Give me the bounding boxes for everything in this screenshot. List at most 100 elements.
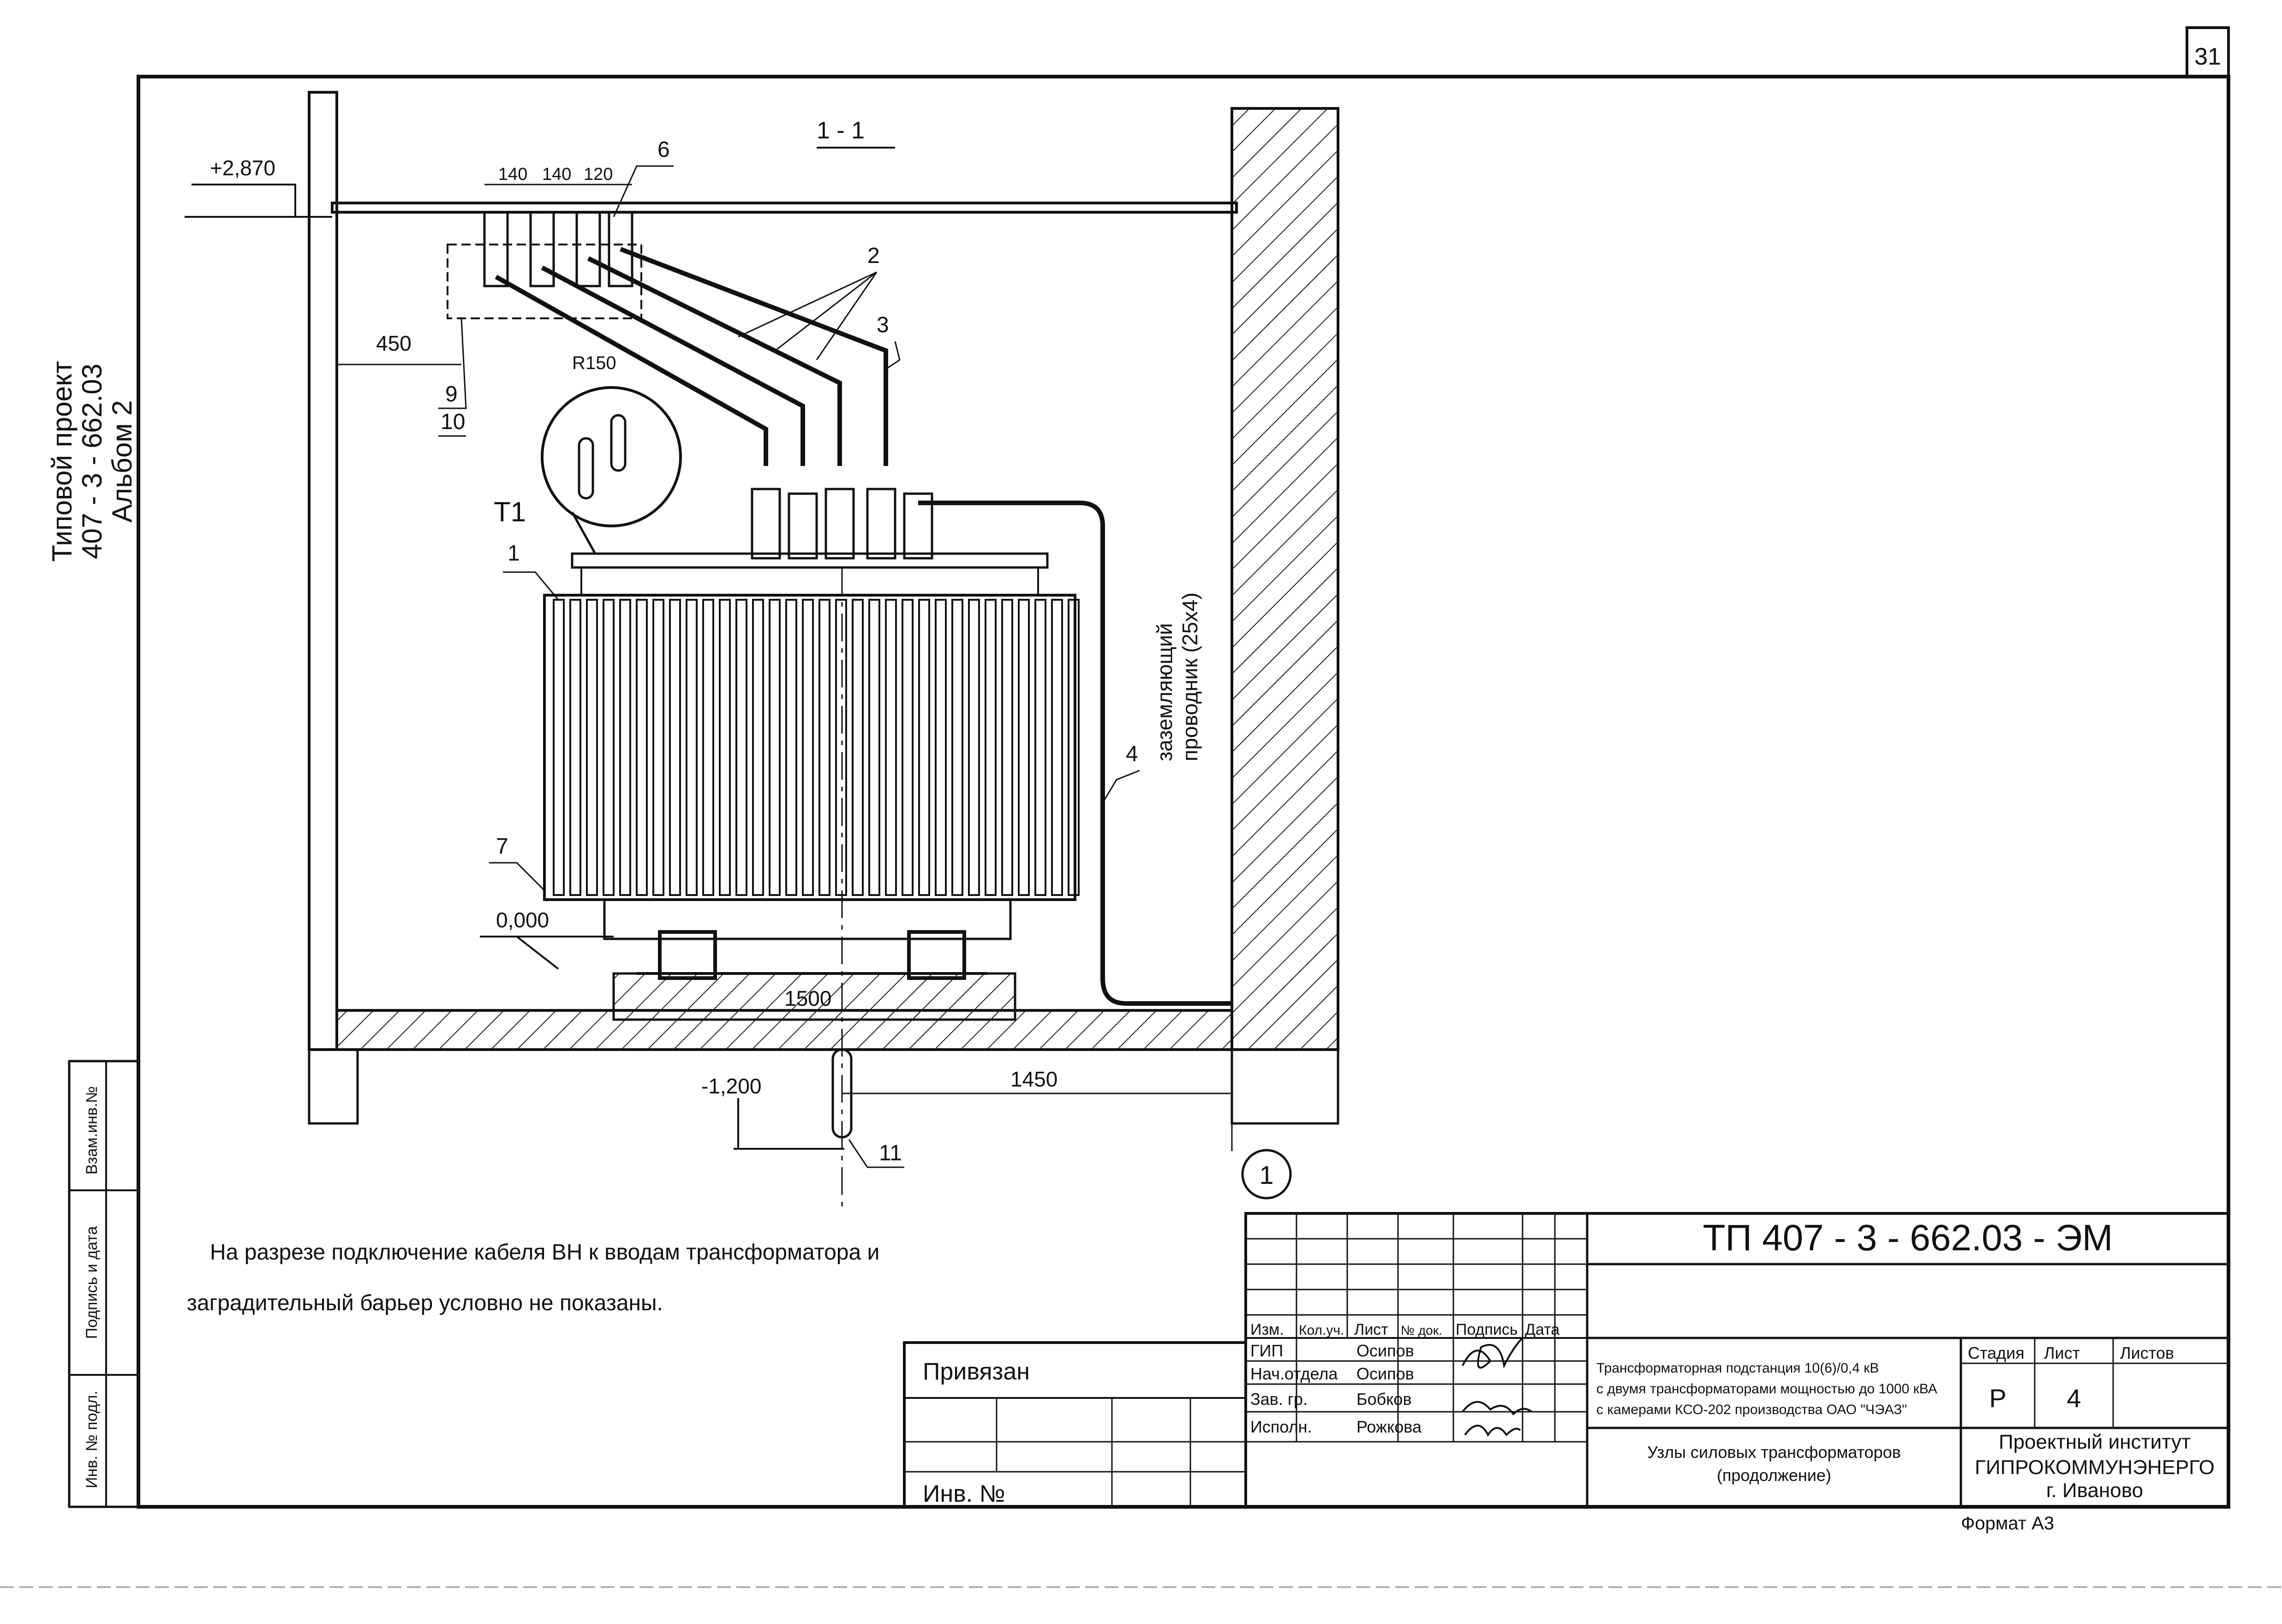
radiator-fin: [818, 599, 830, 896]
org-2: ГИПРОКОММУНЭНЕРГО: [1975, 1456, 2215, 1479]
radiator-fin: [636, 599, 648, 896]
ground-conductor-line1: заземляющий: [1153, 623, 1177, 761]
radiator-fin: [918, 599, 930, 896]
dim-r150: R150: [572, 353, 616, 373]
transformer-body: [543, 594, 1080, 940]
side-stamp-2: Подпись и дата: [83, 1226, 101, 1339]
transformer-label: T1: [494, 496, 526, 527]
axis-mark-label: 1: [1259, 1160, 1273, 1189]
transformer-bushings: [751, 488, 933, 560]
radiator-fin: [702, 599, 714, 896]
note-line-2: заградительный барьер условно не показан…: [187, 1291, 663, 1315]
role-zav: Зав. гр.: [1250, 1390, 1308, 1409]
ground-conductor: [918, 501, 1232, 1006]
radiator-fin: [569, 599, 581, 896]
header-data: Дата: [1525, 1321, 1559, 1338]
name-3: Бобков: [1356, 1390, 1412, 1409]
radiator-fin: [1018, 599, 1030, 896]
page-number: 31: [2194, 43, 2221, 70]
format-label: Формат А3: [1961, 1513, 2054, 1534]
right-wall: [1231, 107, 1339, 1051]
elevation-bottom: -1,200: [701, 1074, 761, 1098]
tank-cover: [571, 552, 1049, 569]
binding-block: Привязан Инв. №: [903, 1341, 1247, 1508]
left-footing: [308, 1048, 359, 1125]
radiator-fin: [968, 599, 980, 896]
ground-conductor-label: заземляющий проводник (25х4): [1153, 592, 1202, 761]
role-isp: Исполн.: [1250, 1417, 1312, 1436]
dim-120: 120: [584, 165, 613, 184]
header-list: Лист: [1354, 1321, 1388, 1338]
callout-3: 3: [877, 313, 889, 337]
side-stamp-3: Инв. № подл.: [83, 1391, 101, 1488]
header-izm: Изм.: [1250, 1321, 1284, 1338]
radiator-fin: [735, 599, 747, 896]
radiator-fin: [902, 599, 914, 896]
axis-marker: [1241, 1149, 1292, 1200]
page-number-box: [2186, 26, 2230, 78]
radiator-fin: [935, 599, 947, 896]
org-1: Проектный институт: [1999, 1431, 2191, 1453]
conservator-tank: [541, 386, 682, 527]
callout-1: 1: [508, 541, 520, 566]
radiator-fin: [619, 599, 631, 896]
radiator-fin: [835, 599, 847, 896]
elevation-top: +2,870: [210, 156, 275, 180]
header-podpis: Подпись: [1456, 1321, 1518, 1338]
side-project-label: Типовой проект 407 - 3 - 662.03 Альбом 2: [47, 361, 137, 561]
ceiling-beam: [331, 202, 1238, 214]
side-stamp: Взам.инв.№ Подпись и дата Инв. № подл.: [83, 1086, 101, 1488]
transformer-foundation: [612, 972, 1016, 1021]
radiator-fin: [1051, 599, 1063, 896]
stage-label: Стадия: [1968, 1343, 2025, 1362]
radiator-fin: [785, 599, 797, 896]
radiator-fin: [1068, 599, 1080, 896]
callout-9: 9: [445, 382, 458, 406]
radiator-fin: [868, 599, 880, 896]
radiator-fin: [603, 599, 615, 896]
callout-7: 7: [496, 834, 508, 859]
side-album: Альбом 2: [107, 400, 137, 522]
header-doc: № док.: [1401, 1323, 1442, 1337]
title-block: ТП 407 - 3 - 662.03 - ЭМ Изм. Кол.уч. Ли…: [1244, 1212, 2230, 1508]
radiator-fin: [752, 599, 764, 896]
project-title-2: с двумя трансформаторами мощностью до 10…: [1596, 1381, 1937, 1397]
radiator-fin: [586, 599, 598, 896]
section-drawing: +2,870 140 140 120 1 - 1 450 R150: [185, 91, 1339, 1213]
inv-no-label: Инв. №: [923, 1481, 1005, 1507]
project-title-1: Трансформаторная подстанция 10(6)/0,4 кВ: [1596, 1361, 1879, 1376]
sheet-label: Лист: [2044, 1343, 2080, 1362]
radiator-fin: [686, 599, 698, 896]
stage-value: Р: [1989, 1384, 2006, 1413]
radiator-fin: [719, 599, 731, 896]
callout-2: 2: [867, 244, 880, 268]
radiator-fin: [1034, 599, 1046, 896]
dim-1500: 1500: [784, 986, 831, 1010]
side-project-title: Типовой проект: [47, 361, 78, 561]
signatures: [1462, 1337, 1533, 1437]
radiator-fin: [802, 599, 814, 896]
sheets-label: Листов: [2120, 1343, 2174, 1362]
role-gip: ГИП: [1250, 1341, 1283, 1360]
callout-4: 4: [1126, 742, 1138, 766]
sheet-value: 4: [2067, 1384, 2081, 1413]
callout-11: 11: [879, 1141, 902, 1165]
radiator-fin: [985, 599, 997, 896]
transformer-skids: [637, 930, 987, 980]
privyazan-label: Привязан: [923, 1358, 1030, 1385]
name-4: Рожкова: [1356, 1417, 1422, 1436]
radiator-fin: [951, 599, 963, 896]
header-kol: Кол.уч.: [1299, 1323, 1344, 1338]
side-project-code: 407 - 3 - 662.03: [77, 364, 108, 559]
busbar-bracket: [447, 244, 642, 319]
radiator-fin: [769, 599, 781, 896]
dim-140-b: 140: [542, 165, 571, 184]
left-wall: [308, 91, 338, 1051]
name-1: Осипов: [1356, 1341, 1414, 1360]
org-3: г. Иваново: [2046, 1479, 2143, 1502]
radiator-fin: [669, 599, 681, 896]
radiator-fin: [1001, 599, 1013, 896]
note-line-1: На разрезе подключение кабеля ВН к ввода…: [210, 1240, 879, 1265]
callout-6: 6: [657, 137, 670, 162]
